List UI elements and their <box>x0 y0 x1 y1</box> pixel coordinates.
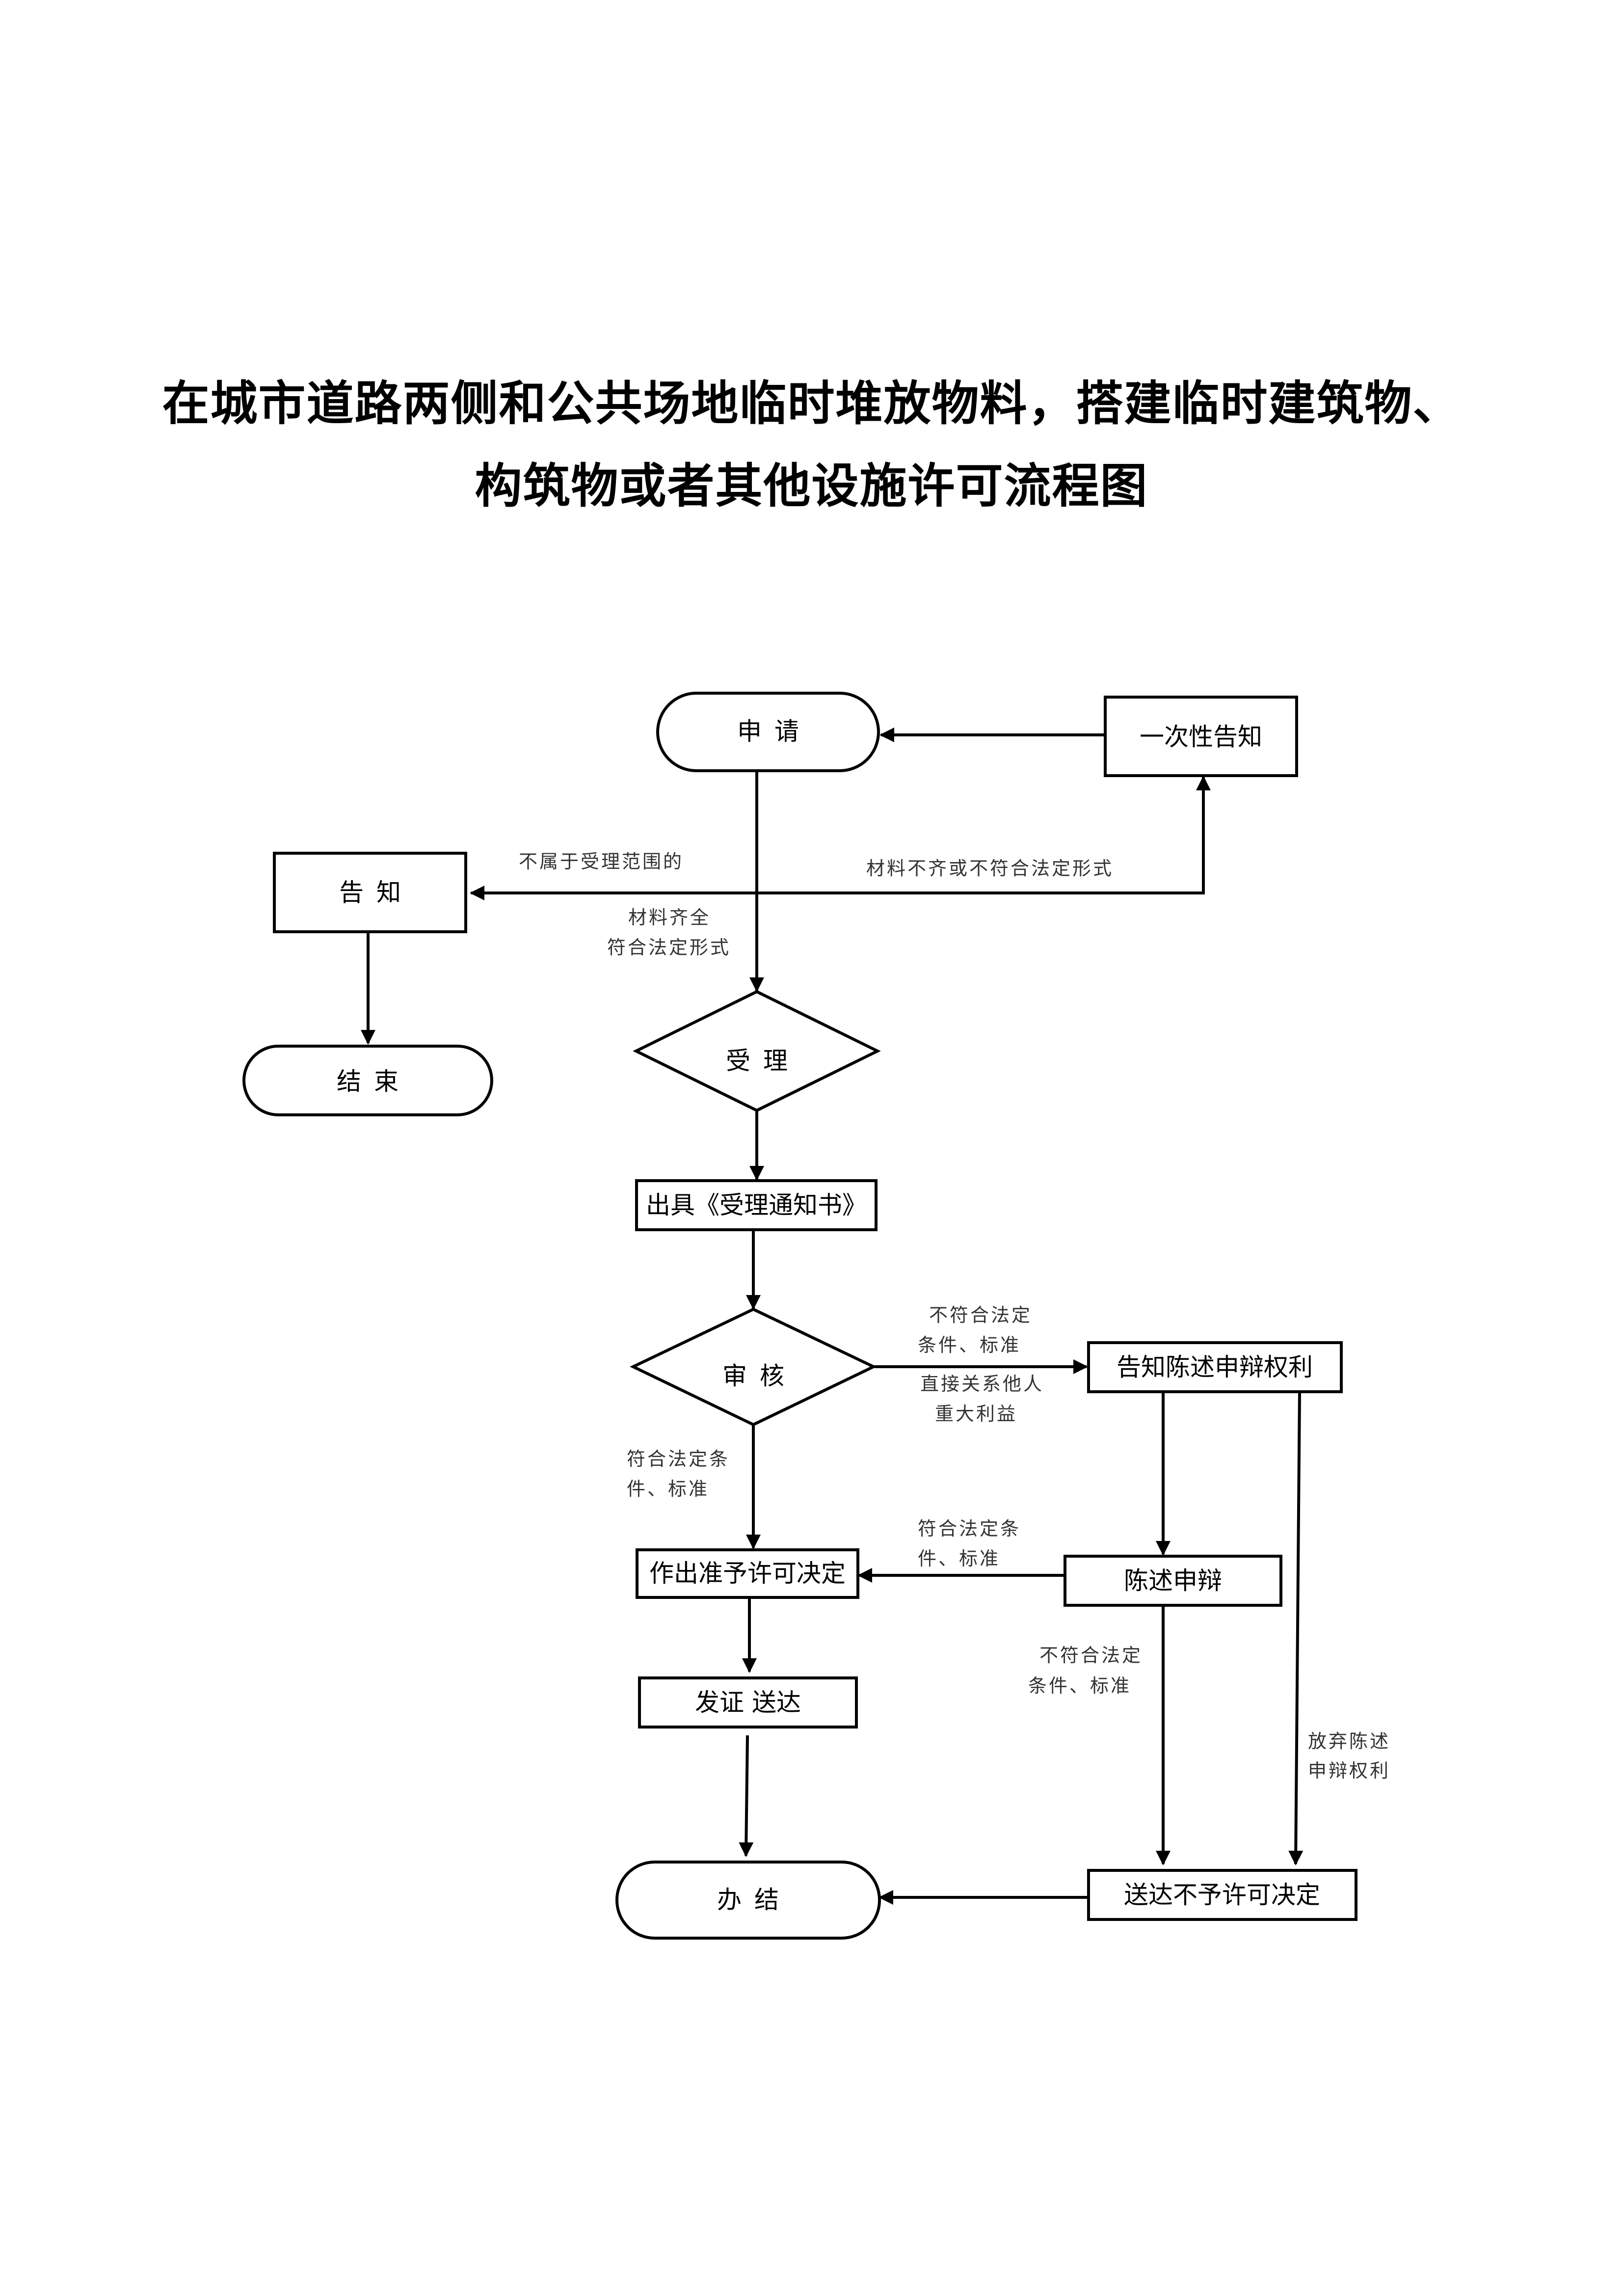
node-notify-statement-rights: 告知陈述申辩权利 <box>1087 1341 1343 1393</box>
node-completed: 办结 <box>615 1861 881 1940</box>
page-title-line-1: 在城市道路两侧和公共场地临时堆放物料，搭建临时建筑物、 <box>162 376 1461 431</box>
label-complete-materials-1: 材料齐全 <box>628 907 711 928</box>
node-review: 审核 <box>630 1307 877 1427</box>
label-meets-2: 件、标准 <box>627 1478 709 1500</box>
node-issue-deliver-label: 发证 送达 <box>695 1688 801 1717</box>
edge-to-one-time-notice <box>757 776 1211 894</box>
edges <box>361 728 1304 1905</box>
edge-labels: 不属于受理范围的 材料不齐或不符合法定形式 材料齐全 符合法定形式 不符合法定 … <box>519 851 1390 1782</box>
node-issue-notice-label: 出具《受理通知书》 <box>646 1191 867 1219</box>
label-not-meet-2: 条件、标准 <box>918 1334 1021 1356</box>
node-deliver-rejection: 送达不予许可决定 <box>1087 1869 1357 1921</box>
label-meets-after-defense-1: 符合法定条 <box>918 1518 1021 1540</box>
label-third-party-1: 直接关系他人 <box>920 1373 1044 1395</box>
label-third-party-2: 重大利益 <box>935 1403 1017 1425</box>
node-end-label: 结束 <box>337 1067 411 1096</box>
node-make-permit-decision-label: 作出准予许可决定 <box>649 1559 846 1588</box>
node-accept: 受理 <box>633 990 881 1112</box>
node-apply: 申请 <box>656 692 880 772</box>
label-not-meet-after-defense-2: 条件、标准 <box>1028 1675 1131 1697</box>
label-meets-after-defense-2: 件、标准 <box>918 1548 1000 1569</box>
node-notify-statement-rights-label: 告知陈述申辩权利 <box>1117 1353 1313 1381</box>
node-make-permit-decision: 作出准予许可决定 <box>636 1548 859 1599</box>
node-end: 结束 <box>242 1045 493 1116</box>
node-review-label: 审核 <box>722 1362 797 1390</box>
label-meets-1: 符合法定条 <box>627 1448 730 1470</box>
label-not-meet-1: 不符合法定 <box>929 1304 1032 1326</box>
label-waive-rights-2: 申辩权利 <box>1308 1760 1390 1782</box>
label-incomplete-materials: 材料不齐或不符合法定形式 <box>866 858 1114 879</box>
node-notify-label: 告知 <box>339 878 414 907</box>
node-completed-label: 办结 <box>717 1886 792 1914</box>
label-complete-materials-2: 符合法定形式 <box>607 937 731 958</box>
node-issue-deliver: 发证 送达 <box>638 1676 858 1729</box>
node-apply-label: 申请 <box>737 717 812 746</box>
label-not-meet-after-defense-1: 不符合法定 <box>1039 1645 1143 1666</box>
node-accept-label: 受理 <box>726 1047 800 1075</box>
label-out-of-scope: 不属于受理范围的 <box>519 851 684 872</box>
label-waive-rights-1: 放弃陈述 <box>1308 1730 1390 1752</box>
node-issue-notice: 出具《受理通知书》 <box>635 1179 878 1231</box>
node-deliver-rejection-label: 送达不予许可决定 <box>1124 1881 1320 1909</box>
node-one-time-notice: 一次性告知 <box>1104 696 1298 777</box>
node-statement-defense: 陈述申辩 <box>1064 1555 1282 1607</box>
page-title-line-2: 构筑物或者其他设施许可流程图 <box>475 459 1148 513</box>
node-notify: 告知 <box>273 852 467 933</box>
node-one-time-notice-label: 一次性告知 <box>1140 723 1262 751</box>
node-statement-defense-label: 陈述申辩 <box>1124 1567 1222 1595</box>
edge-issue-deliver-to-completed <box>739 1735 754 1857</box>
edge-waive-to-rejection <box>1288 1392 1304 1865</box>
